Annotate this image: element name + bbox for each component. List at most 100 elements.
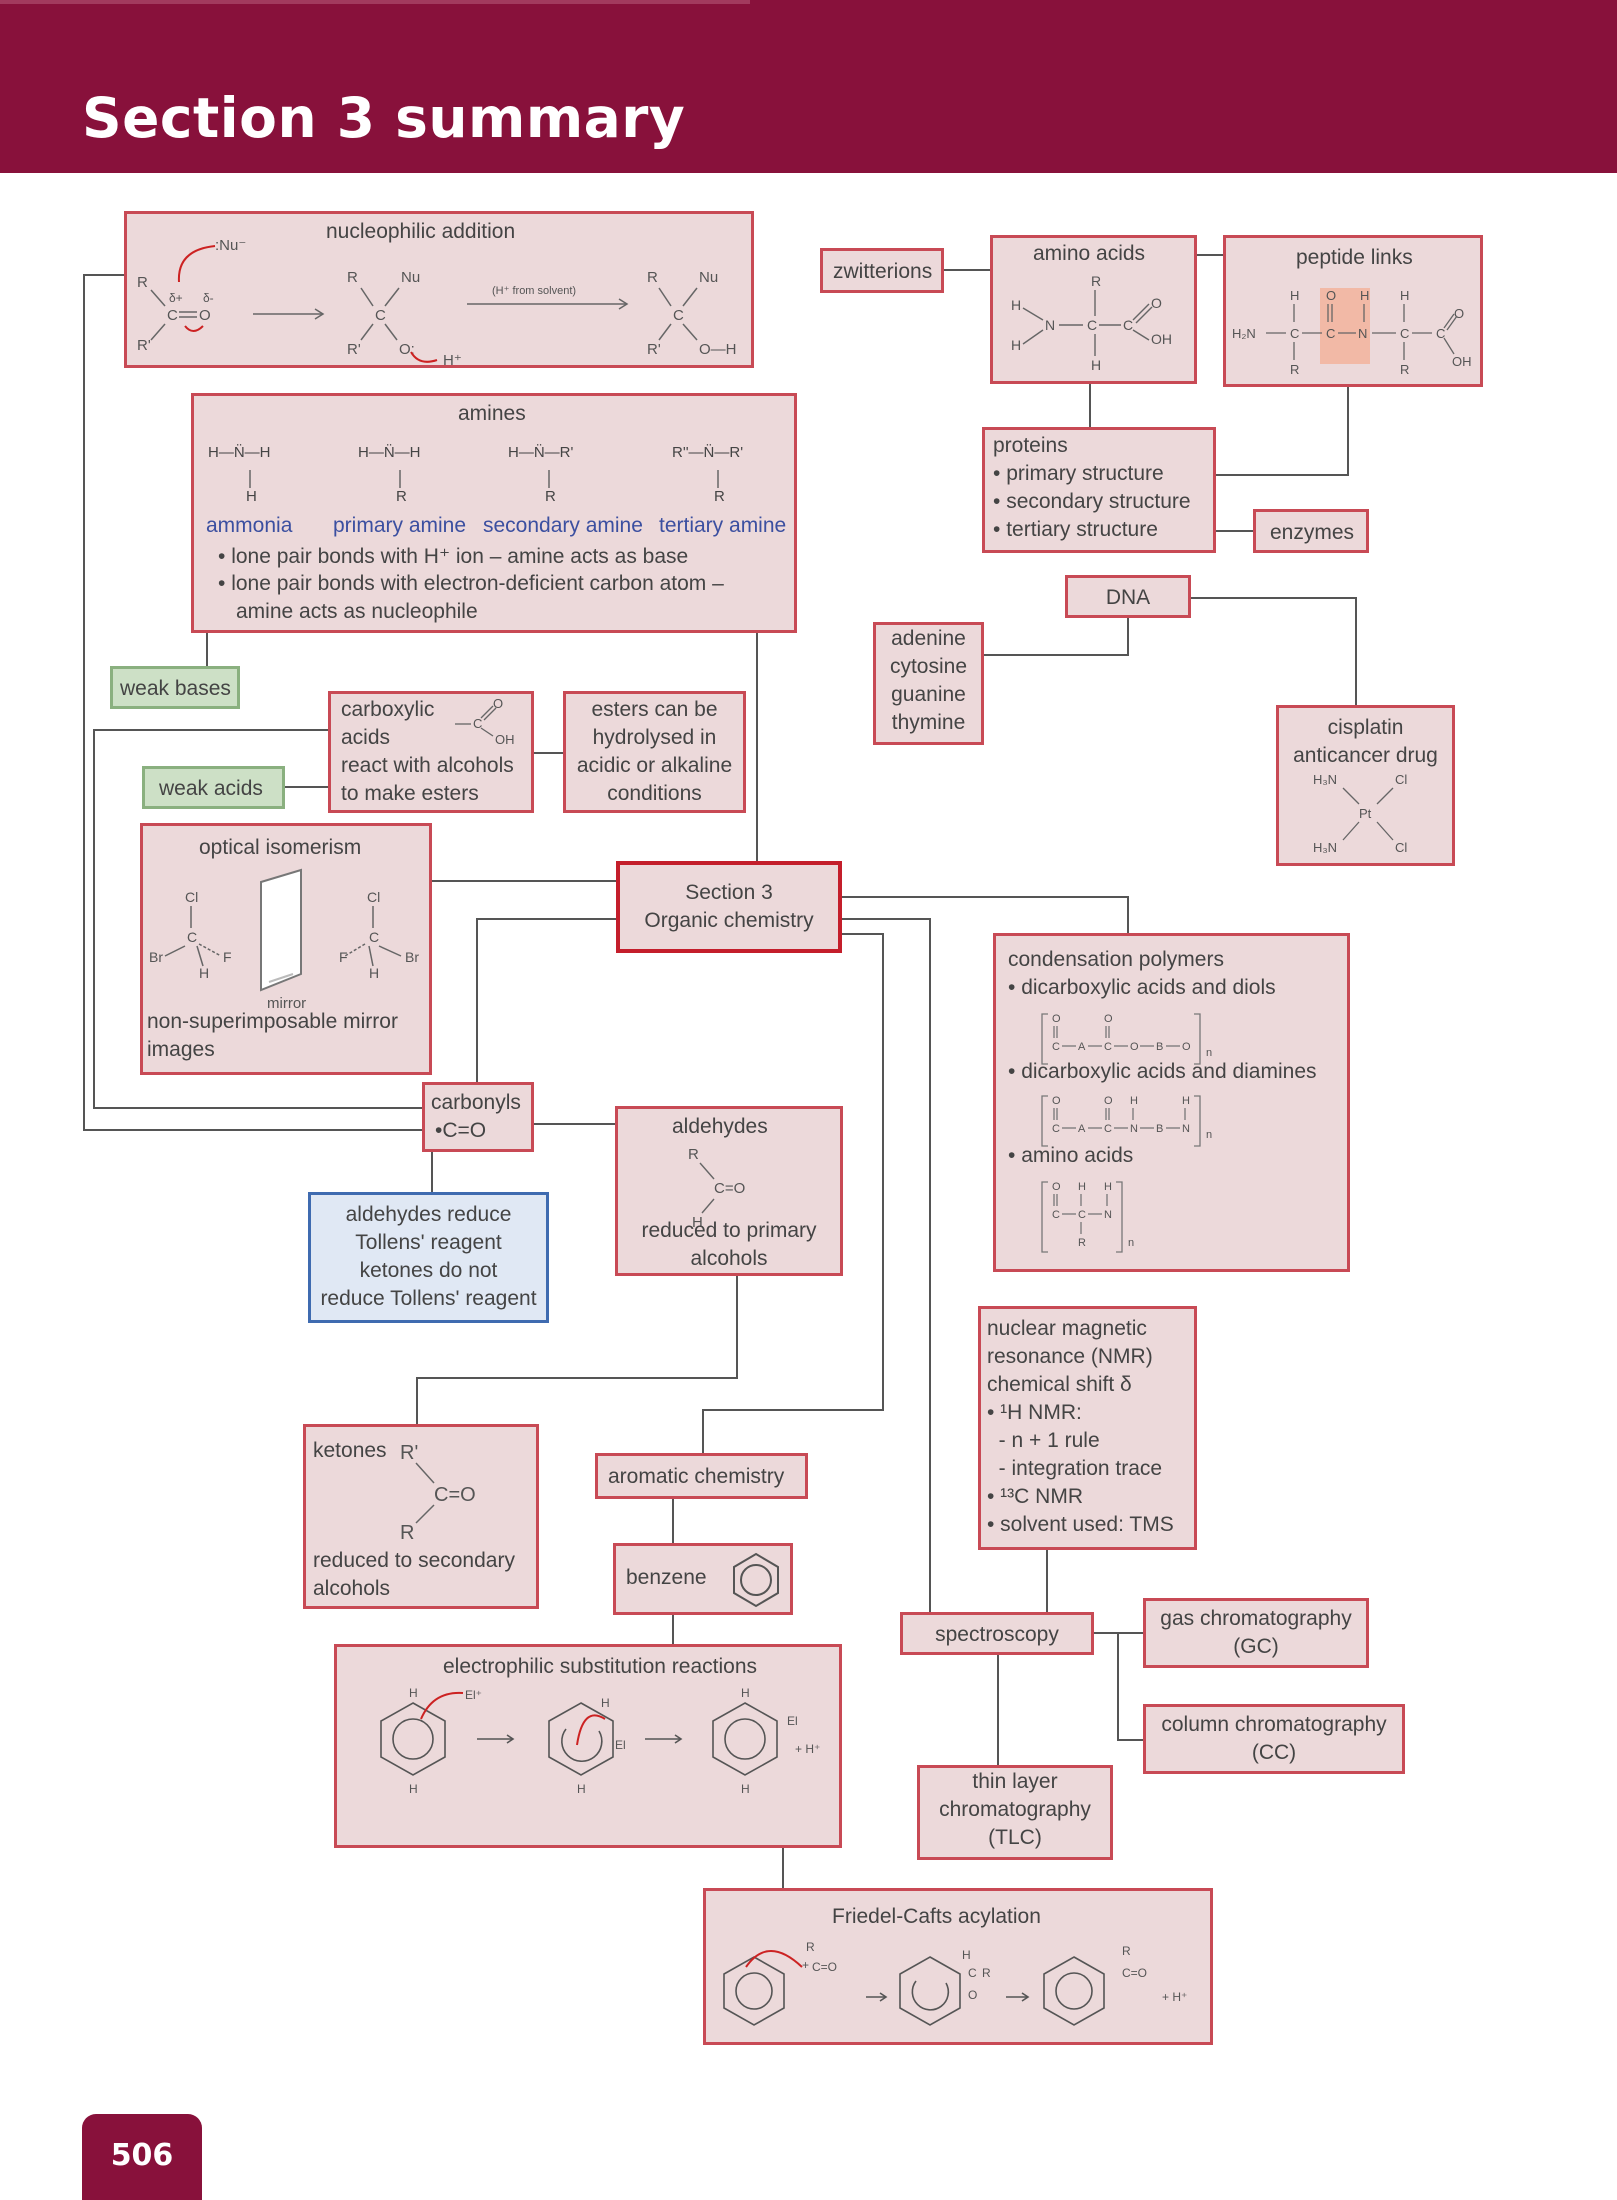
nmr-line-3: chemical shift δ	[987, 1373, 1132, 1396]
svg-text:n: n	[1206, 1129, 1212, 1141]
proteins-title: proteins	[993, 434, 1068, 457]
nmr-line-6: - integration trace	[987, 1457, 1163, 1480]
svg-text:+ H⁺: + H⁺	[795, 1742, 820, 1756]
carboxylic-line-2: acids	[341, 726, 391, 749]
esters-line-1: esters can be	[591, 698, 718, 721]
amine-bonds	[249, 470, 719, 488]
svg-text:O: O	[1182, 1041, 1191, 1053]
proteins-box: proteins • primary structure • secondary…	[982, 427, 1216, 553]
enzymes-box: enzymes	[1253, 509, 1369, 553]
svg-text:El: El	[787, 1714, 798, 1728]
base-adenine: adenine	[891, 627, 966, 650]
electrophilic-mechanism-diagram: El⁺ H H H El H H El H + H⁺	[380, 1686, 820, 1796]
connector-dna-bases	[984, 618, 1129, 656]
svg-text:C: C	[369, 929, 379, 945]
svg-text:H: H	[577, 1782, 586, 1796]
carboxylic-line-1: carboxylic	[341, 698, 435, 721]
svg-text:Pt: Pt	[1359, 806, 1372, 821]
svg-text:O: O	[1052, 1181, 1061, 1193]
svg-text:H: H	[1104, 1181, 1112, 1193]
dna-label: DNA	[1105, 586, 1151, 609]
svg-text:H: H	[1078, 1181, 1086, 1193]
page-number: 506	[110, 2138, 174, 2173]
connector-center-aromatic	[702, 933, 884, 1453]
svg-text:R: R	[347, 269, 358, 286]
svg-text:R: R	[1400, 362, 1409, 377]
amine-type-primary: primary amine	[333, 514, 467, 537]
aldehydes-desc-2: alcohols	[690, 1247, 768, 1270]
esters-line-3: acidic or alkaline	[576, 754, 733, 777]
center-line-2: Organic chemistry	[644, 909, 814, 932]
amines-box: amines H—N̈—H H H—N̈—H R H—N̈—R' R R''—N…	[191, 393, 797, 633]
svg-text:A: A	[1078, 1041, 1086, 1053]
peptide-links-title: peptide links	[1296, 246, 1413, 269]
friedel-crafts-title: Friedel-Cafts acylation	[832, 1905, 1041, 1928]
amine-type-tertiary: tertiary amine	[659, 514, 787, 537]
svg-text:El⁺: El⁺	[465, 1688, 482, 1702]
cisplatin-structure: H₃N Cl Pt H₃N Cl	[1313, 772, 1407, 855]
svg-text:H: H	[692, 1214, 703, 1231]
page-header: Section 3 summary	[0, 0, 1617, 173]
svg-text:R: R	[137, 274, 148, 291]
gas-chromatography-box: gas chromatography (GC)	[1143, 1598, 1369, 1668]
page-number-tab: 506	[82, 2114, 202, 2200]
svg-text:C: C	[1123, 317, 1133, 333]
condensation-item-2: • dicarboxylic acids and diamines	[1008, 1060, 1317, 1083]
section-3-center-box: Section 3 Organic chemistry	[616, 861, 842, 953]
tlc-line-2: chromatography	[939, 1798, 1091, 1821]
svg-text:C: C	[673, 307, 684, 324]
svg-text:C: C	[968, 1966, 977, 1980]
amino-acids-box: amino acids R H N C C O OH H H	[990, 235, 1197, 384]
connector-center-spectroscopy	[842, 918, 931, 1612]
svg-text:OH: OH	[1151, 331, 1172, 347]
peptide-links-box: peptide links H O H H H₂N C C N C C O OH…	[1223, 235, 1483, 387]
condensation-polymers-box: condensation polymers • dicarboxylic aci…	[993, 933, 1350, 1272]
condensation-title: condensation polymers	[1008, 948, 1224, 971]
header-accent-line	[0, 0, 750, 4]
svg-text:n: n	[1128, 1237, 1134, 1249]
svg-text:Br: Br	[149, 949, 163, 965]
protein-structure-secondary: • secondary structure	[993, 490, 1191, 513]
tollens-line-4: reduce Tollens' reagent	[320, 1287, 537, 1310]
svg-text:O: O	[1104, 1013, 1113, 1025]
svg-text:C: C	[1326, 326, 1335, 341]
svg-text:H: H	[409, 1686, 418, 1700]
amino-acids-title: amino acids	[1033, 242, 1146, 265]
svg-text:F: F	[339, 949, 348, 965]
cc-line-1: column chromatography	[1161, 1713, 1387, 1736]
svg-text:B: B	[1156, 1041, 1163, 1053]
svg-text:Br: Br	[405, 949, 419, 965]
svg-text:R: R	[1091, 273, 1101, 289]
zwitterions-label: zwitterions	[833, 260, 933, 283]
svg-text:N: N	[1358, 326, 1367, 341]
svg-text:O: O	[1052, 1013, 1061, 1025]
svg-text:O:: O:	[399, 341, 415, 358]
nmr-line-1: nuclear magnetic	[987, 1317, 1147, 1340]
amines-title: amines	[458, 402, 526, 425]
ketones-desc-1: reduced to secondary	[313, 1549, 515, 1572]
enzymes-label: enzymes	[1270, 521, 1355, 544]
svg-text:C: C	[1078, 1209, 1086, 1221]
nmr-line-5: - n + 1 rule	[987, 1429, 1100, 1452]
base-guanine: guanine	[891, 683, 966, 706]
svg-text:H: H	[1182, 1095, 1190, 1107]
ketones-desc-2: alcohols	[313, 1577, 391, 1600]
optical-isomerism-title: optical isomerism	[199, 836, 362, 859]
svg-text:C=O: C=O	[434, 1484, 476, 1506]
svg-text:C: C	[1104, 1123, 1112, 1135]
svg-text:O: O	[1130, 1041, 1139, 1053]
carboxylic-line-4: to make esters	[341, 782, 479, 805]
nmr-box: nuclear magnetic resonance (NMR) chemica…	[978, 1306, 1197, 1550]
svg-text:C: C	[1087, 317, 1097, 333]
svg-text:δ-: δ-	[203, 291, 214, 305]
svg-text:R': R'	[137, 337, 151, 354]
svg-text:Cl: Cl	[1395, 772, 1407, 787]
carbonyls-box: carbonyls •C=O	[422, 1082, 534, 1152]
svg-text:O: O	[493, 696, 503, 711]
ketones-title: ketones	[313, 1439, 387, 1462]
electrophilic-title: electrophilic substitution reactions	[443, 1655, 757, 1678]
friedel-crafts-box: Friedel-Cafts acylation R + C=O H C R O …	[703, 1888, 1213, 2045]
